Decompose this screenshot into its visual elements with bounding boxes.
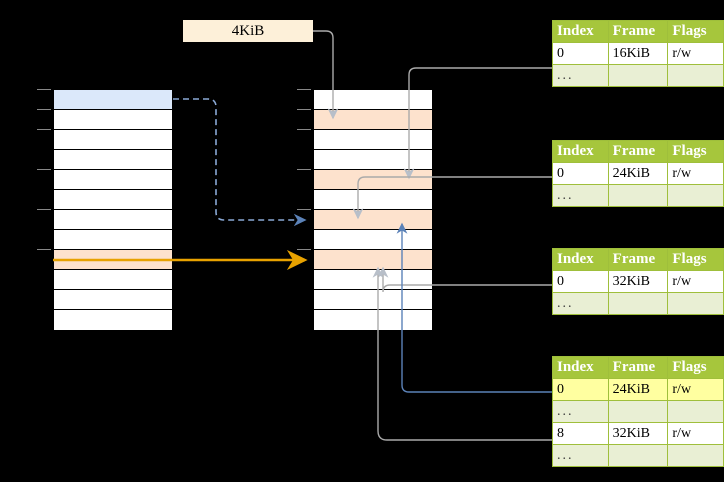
cell-frame: 32KiB	[607, 422, 669, 445]
cell-flags: r/w	[667, 162, 724, 185]
virtual-address-space-cell	[54, 290, 172, 310]
cell-index: 8	[552, 422, 609, 445]
virtual-address-space-cell	[54, 130, 172, 150]
physical-memory-cell	[314, 150, 432, 170]
row-tick-mark	[37, 249, 51, 250]
cell-flags: r/w	[667, 422, 724, 445]
cell-frame	[607, 292, 669, 315]
cell-frame: 24KiB	[607, 378, 669, 401]
virtual-address-space-cell	[54, 90, 172, 110]
virtual-address-space-cell	[54, 310, 172, 330]
virtual-address-space-cell	[54, 250, 172, 270]
row-tick-mark	[297, 209, 311, 210]
column-header-index: Index	[552, 248, 609, 271]
physical-memory-cell	[314, 90, 432, 110]
cell-index: 0	[552, 270, 609, 293]
virtual-address-space-cell	[54, 110, 172, 130]
physical-memory-cell	[314, 310, 432, 330]
table-row[interactable]: ...	[552, 292, 724, 315]
cell-frame	[607, 64, 669, 87]
cell-index: 0	[552, 378, 609, 401]
page-size-label: 4KiB	[183, 20, 313, 42]
cell-flags	[667, 184, 724, 207]
physical-memory-column	[313, 89, 433, 330]
row-tick-mark	[297, 249, 311, 250]
cell-frame: 16KiB	[607, 42, 669, 65]
table-row[interactable]: ...	[552, 444, 724, 467]
virtual-address-space-cell	[54, 190, 172, 210]
row-tick-mark	[37, 209, 51, 210]
virtual-address-space-column	[53, 89, 173, 330]
cell-frame	[607, 400, 669, 423]
virtual-address-space-cell	[54, 210, 172, 230]
cell-frame: 32KiB	[607, 270, 669, 293]
cell-index: ...	[552, 184, 609, 207]
row-tick-mark	[297, 89, 311, 90]
row-tick-mark	[37, 169, 51, 170]
row-tick-mark	[297, 129, 311, 130]
row-tick-mark	[37, 109, 51, 110]
column-header-flags: Flags	[667, 356, 724, 379]
cell-flags	[667, 292, 724, 315]
physical-memory-cell	[314, 110, 432, 130]
physical-memory-cell	[314, 190, 432, 210]
virtual-address-space-cell	[54, 150, 172, 170]
virtual-address-space-cell	[54, 270, 172, 290]
row-tick-mark	[297, 109, 311, 110]
virtual-address-space-cell	[54, 230, 172, 250]
physical-memory-cell	[314, 170, 432, 190]
physical-memory-cell	[314, 290, 432, 310]
physical-memory-cell	[314, 130, 432, 150]
physical-memory-cell	[314, 270, 432, 290]
column-header-frame: Frame	[607, 20, 669, 43]
cell-index: ...	[552, 400, 609, 423]
column-header-flags: Flags	[667, 248, 724, 271]
physical-memory-cell	[314, 250, 432, 270]
cell-flags	[667, 444, 724, 467]
column-header-index: Index	[552, 356, 609, 379]
cell-index: 0	[552, 42, 609, 65]
row-tick-mark	[37, 89, 51, 90]
column-header-flags: Flags	[667, 140, 724, 163]
cell-frame	[607, 444, 669, 467]
cell-flags	[667, 64, 724, 87]
cell-index: ...	[552, 64, 609, 87]
table-row[interactable]: ...	[552, 184, 724, 207]
physical-memory-cell	[314, 210, 432, 230]
cell-frame	[607, 184, 669, 207]
cell-frame: 24KiB	[607, 162, 669, 185]
cell-flags	[667, 400, 724, 423]
cell-index: 0	[552, 162, 609, 185]
column-header-index: Index	[552, 140, 609, 163]
column-header-flags: Flags	[667, 20, 724, 43]
column-header-frame: Frame	[607, 356, 669, 379]
column-header-frame: Frame	[607, 140, 669, 163]
cell-index: ...	[552, 292, 609, 315]
virtual-address-space-cell	[54, 170, 172, 190]
column-header-index: Index	[552, 20, 609, 43]
row-tick-mark	[297, 169, 311, 170]
row-tick-mark	[37, 129, 51, 130]
table-row[interactable]: ...	[552, 400, 724, 423]
cell-index: ...	[552, 444, 609, 467]
cell-flags: r/w	[667, 42, 724, 65]
table-row[interactable]: ...	[552, 64, 724, 87]
cell-flags: r/w	[667, 270, 724, 293]
physical-memory-cell	[314, 230, 432, 250]
column-header-frame: Frame	[607, 248, 669, 271]
cell-flags: r/w	[667, 378, 724, 401]
